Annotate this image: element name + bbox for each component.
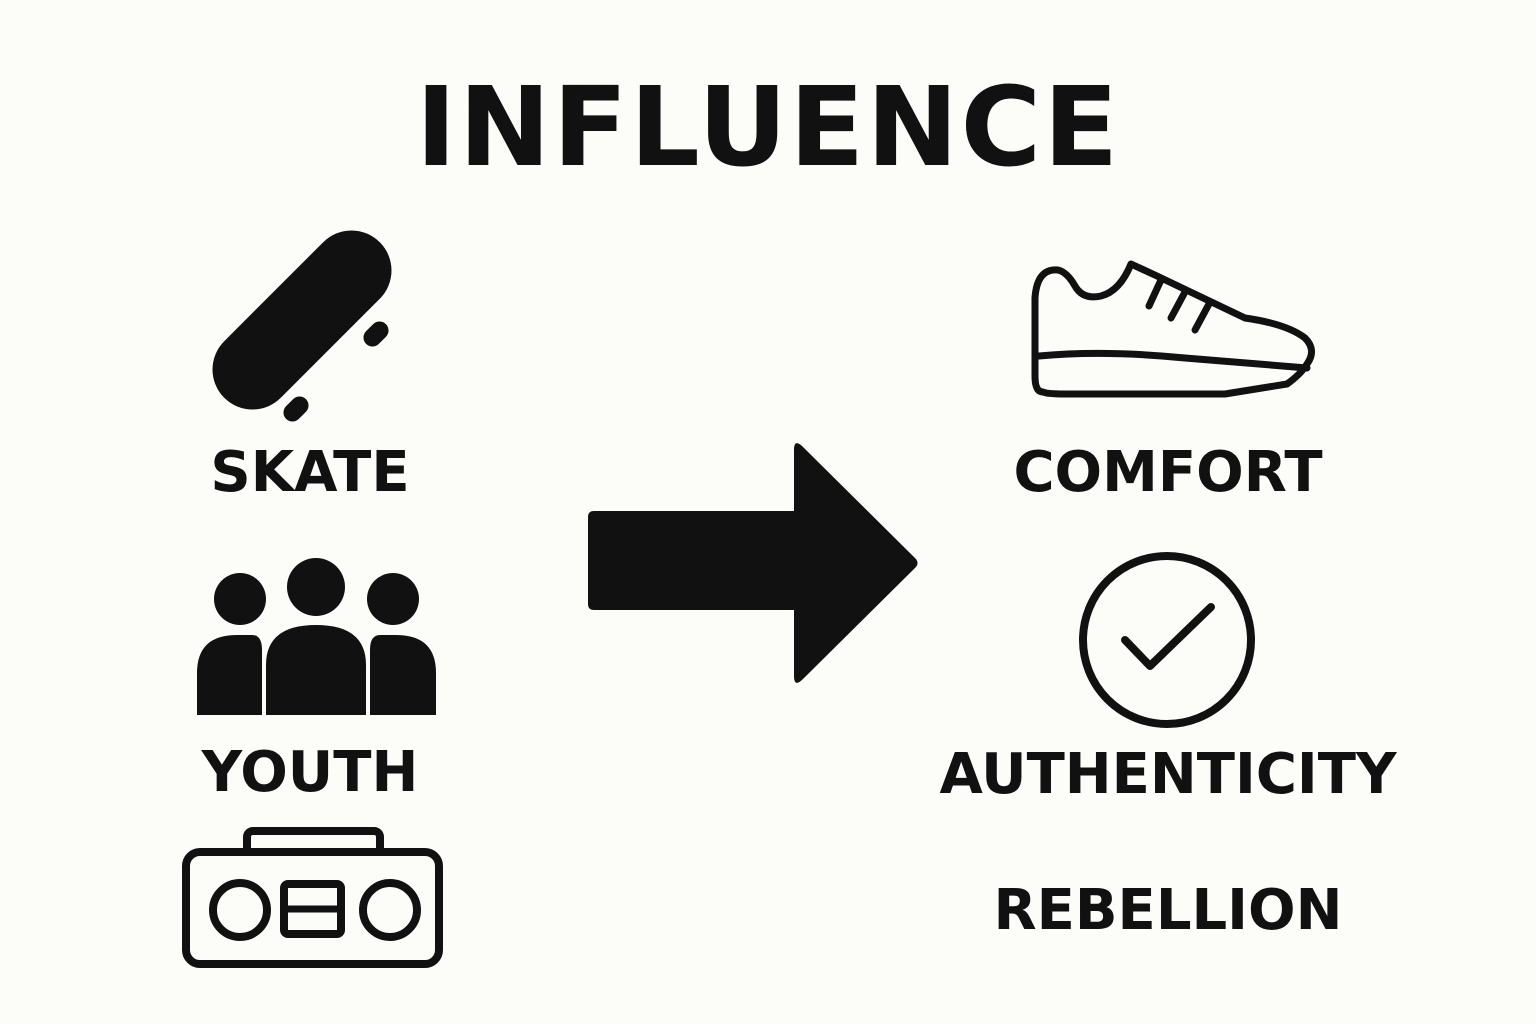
skateboard-icon: [212, 230, 392, 422]
label-comfort: COMFORT: [1013, 440, 1323, 505]
sneaker-icon: [1031, 260, 1315, 398]
boombox-icon: [182, 827, 443, 968]
check-circle-icon: [1079, 552, 1255, 728]
diagram-title: INFLUENCE: [415, 63, 1121, 191]
label-skate: SKATE: [210, 440, 410, 505]
label-rebellion: REBELLION: [993, 878, 1343, 943]
label-youth: YOUTH: [201, 740, 419, 805]
label-authenticity: AUTHENTICITY: [939, 742, 1397, 807]
right-arrow-icon: [588, 443, 918, 683]
group-of-people-icon: [197, 558, 436, 715]
